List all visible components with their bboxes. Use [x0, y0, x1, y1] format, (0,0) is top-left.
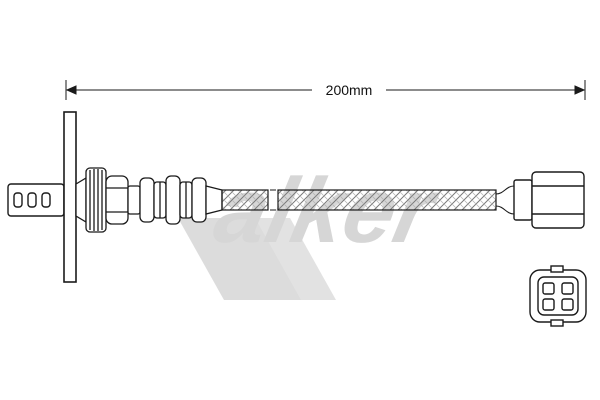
boot-ring	[191, 177, 207, 223]
mounting-flange-icon	[63, 111, 77, 283]
probe-vent-slot	[13, 192, 23, 208]
boot-ring	[139, 177, 155, 223]
flange-collar	[75, 176, 87, 224]
body-neck	[127, 185, 141, 215]
connector-pin	[561, 298, 574, 311]
four-pin-connector-face-icon	[529, 265, 587, 327]
dimension-label: 200mm	[326, 82, 373, 98]
cable-boot	[139, 175, 223, 225]
electrical-connector-side-icon	[513, 171, 585, 229]
probe-vent-slot	[41, 192, 51, 208]
wire	[495, 205, 515, 215]
connector-pin	[542, 282, 555, 295]
watermark-slash-shape	[255, 218, 336, 300]
hex-nut	[105, 175, 129, 225]
probe-vent-slot	[27, 192, 37, 208]
connector-wires	[495, 185, 515, 215]
connector-housing	[531, 171, 585, 229]
oxygen-sensor-probe-icon	[7, 183, 65, 217]
boot-taper	[205, 185, 223, 215]
dimension-arrow-left-icon	[65, 85, 77, 95]
cable-segment-left	[221, 189, 269, 211]
connector-pin	[542, 298, 555, 311]
cable-segment-right	[277, 189, 497, 211]
thread-section	[85, 167, 107, 233]
dimension-annotation	[65, 80, 586, 100]
connector-key-top	[550, 265, 564, 273]
braided-cable	[221, 189, 497, 211]
walker-watermark-logo: alker	[178, 159, 448, 300]
connector-pin	[561, 282, 574, 295]
connector-key-bottom	[550, 319, 564, 327]
connector-latch	[513, 179, 533, 221]
sensor-body	[75, 167, 141, 233]
wire	[495, 185, 515, 195]
boot-ring	[165, 175, 181, 225]
dimension-arrow-right-icon	[574, 85, 586, 95]
